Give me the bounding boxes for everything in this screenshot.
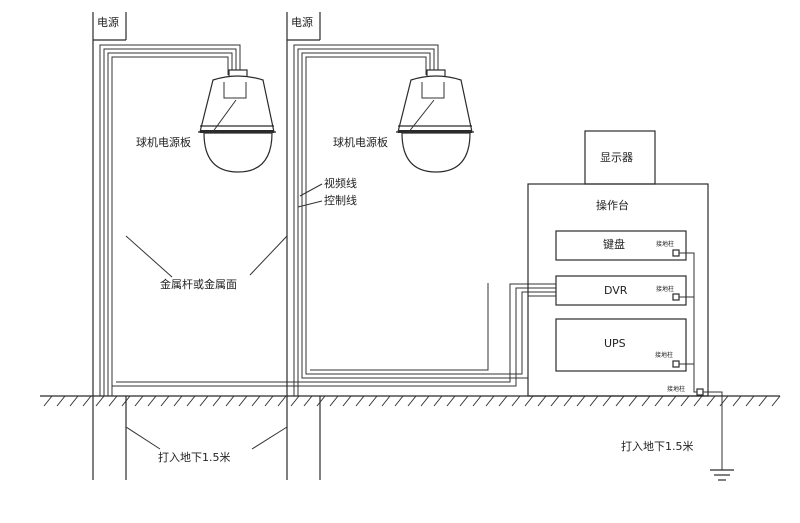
hatch-mark: [420, 395, 430, 407]
monitor-label: 显示器: [600, 151, 633, 164]
hatch-mark: [641, 395, 651, 407]
metal-pole-pointers: [125, 235, 288, 278]
hatch-mark: [316, 395, 326, 407]
hatch-mark: [95, 395, 105, 407]
hatch-mark: [563, 395, 573, 407]
hatch-mark: [758, 395, 768, 407]
metal-pole-label: 金属杆或金属面: [160, 278, 237, 291]
hatch-mark: [680, 395, 690, 407]
hatch-mark: [186, 395, 196, 407]
ground-surface: [40, 395, 781, 407]
dvr-box: [555, 275, 687, 306]
ground-post-keyboard: [672, 249, 680, 257]
ground-post-main: [696, 388, 704, 396]
dvr-label: DVR: [604, 284, 628, 297]
console-box: [527, 183, 709, 397]
hatch-mark: [537, 395, 547, 407]
right-dome-camera: [396, 69, 474, 173]
hatch-mark: [329, 395, 339, 407]
hatch-mark: [433, 395, 443, 407]
hatch-mark: [199, 395, 209, 407]
ups-box: [555, 318, 687, 372]
hatch-mark: [368, 395, 378, 407]
hatch-mark: [628, 395, 638, 407]
hatch-mark: [654, 395, 664, 407]
hatch-mark: [732, 395, 742, 407]
hatch-mark: [667, 395, 677, 407]
ground-depth-label-left: 打入地下1.5米: [158, 451, 231, 464]
left-dome-camera: [198, 69, 276, 173]
power-label-left: 电源: [97, 16, 119, 29]
hatch-mark: [56, 395, 66, 407]
hatch-mark: [485, 395, 495, 407]
power-label-right: 电源: [291, 16, 313, 29]
earth-ground-symbol: [710, 469, 734, 481]
left-pole: [92, 12, 127, 480]
ground-post-label-main: 接地柱: [667, 386, 686, 393]
keyboard-label: 键盘: [603, 238, 625, 251]
console-label: 操作台: [596, 199, 629, 212]
monitor-box: [584, 130, 656, 185]
hatch-mark: [108, 395, 118, 407]
hatch-mark: [511, 395, 521, 407]
hatch-mark: [238, 395, 248, 407]
control-line-label: 控制线: [324, 194, 357, 207]
hatch-mark: [355, 395, 365, 407]
left-camera-cables: [99, 44, 241, 396]
right-pole: [286, 12, 321, 480]
hatch-mark: [745, 395, 755, 407]
hatch-mark: [264, 395, 274, 407]
cable-label-pointers: [297, 183, 323, 208]
hatch-mark: [251, 395, 261, 407]
hatch-mark: [719, 395, 729, 407]
hatch-mark: [43, 395, 53, 407]
hatch-mark: [459, 395, 469, 407]
hatch-mark: [134, 395, 144, 407]
hatch-mark: [147, 395, 157, 407]
hatch-mark: [290, 395, 300, 407]
video-line-label: 视频线: [324, 177, 357, 190]
hatch-mark: [472, 395, 482, 407]
ground-post-label-keyboard: 接地柱: [656, 241, 675, 248]
hatch-mark: [342, 395, 352, 407]
console-ground-wiring: [679, 252, 723, 470]
hatch-mark: [771, 395, 781, 407]
hatch-mark: [615, 395, 625, 407]
hatch-mark: [82, 395, 92, 407]
hatch-mark: [550, 395, 560, 407]
camera-board-pointers: [211, 99, 435, 134]
hatch-mark: [381, 395, 391, 407]
hatch-mark: [576, 395, 586, 407]
hatch-mark: [446, 395, 456, 407]
hatch-mark: [277, 395, 287, 407]
hatch-mark: [407, 395, 417, 407]
depth-pointers: [125, 426, 288, 450]
hatch-mark: [693, 395, 703, 407]
ups-label: UPS: [604, 337, 626, 350]
ground-post-label-ups: 接地柱: [655, 352, 674, 359]
camera-board-label-right: 球机电源板: [333, 136, 388, 149]
hatch-mark: [225, 395, 235, 407]
hatch-mark: [69, 395, 79, 407]
hatch-mark: [706, 395, 716, 407]
hatch-mark: [602, 395, 612, 407]
hatch-mark: [212, 395, 222, 407]
hatch-mark: [524, 395, 534, 407]
hatch-mark: [589, 395, 599, 407]
camera-board-label-left: 球机电源板: [136, 136, 191, 149]
ground-post-dvr: [672, 293, 680, 301]
keyboard-box: [555, 230, 687, 261]
hatch-mark: [394, 395, 404, 407]
right-camera-cables: [112, 44, 556, 396]
hatch-mark: [498, 395, 508, 407]
hatch-mark: [173, 395, 183, 407]
hatch-mark: [160, 395, 170, 407]
ground-post-label-dvr: 接地柱: [656, 286, 675, 293]
hatch-mark: [303, 395, 313, 407]
ground-post-ups: [672, 360, 680, 368]
ground-depth-label-right: 打入地下1.5米: [621, 440, 694, 453]
